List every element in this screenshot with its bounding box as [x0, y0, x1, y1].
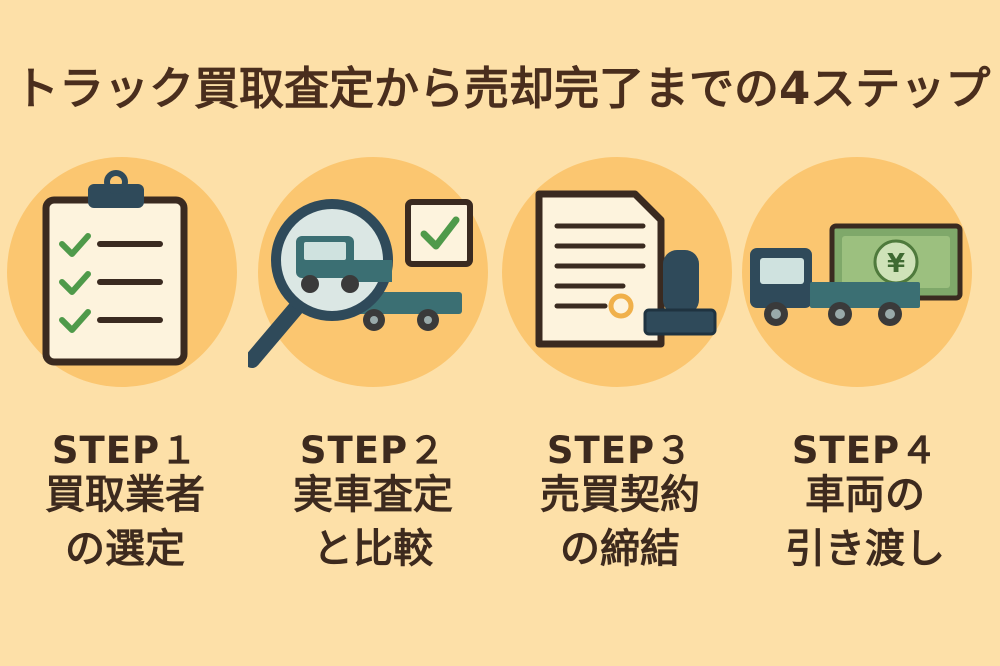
step-3-title-line1: 売買契約 — [540, 472, 700, 518]
step-2-label: STEP２ — [299, 429, 447, 472]
step-2-title-line1: 実車査定 — [293, 472, 453, 518]
contract-stamp-icon — [502, 157, 732, 387]
step-1-title-line1: 買取業者 — [45, 472, 205, 518]
step-4-title-line2: 引き渡し — [785, 526, 945, 572]
step-1-label: STEP１ — [51, 429, 199, 472]
step-1-title: 買取業者 の選定 — [0, 468, 250, 576]
step-3-label: STEP３ — [546, 429, 694, 472]
yen-symbol: ¥ — [887, 249, 905, 279]
step-4-title-line1: 車両の — [805, 472, 925, 518]
clipboard-checklist-icon — [7, 157, 237, 387]
step-2-title-line2: と比較 — [313, 526, 433, 572]
step-4-title: 車両の 引き渡し — [740, 468, 990, 576]
step-4: ¥ STEP４ 車両の 引き渡し — [740, 150, 990, 580]
step-2: STEP２ 実車査定 と比較 — [248, 150, 498, 580]
page-title: トラック買取査定から売却完了までの4ステップ — [14, 62, 991, 115]
step-1: STEP１ 買取業者 の選定 — [0, 150, 250, 580]
step-1-title-line2: の選定 — [65, 526, 185, 572]
step-3-title-line2: の締結 — [560, 526, 680, 572]
step-3-title: 売買契約 の締結 — [495, 468, 745, 576]
step-2-title: 実車査定 と比較 — [248, 468, 498, 576]
step-4-label: STEP４ — [791, 429, 939, 472]
truck-yen-banknote-icon: ¥ — [742, 157, 972, 387]
step-3: STEP３ 売買契約 の締結 — [495, 150, 745, 580]
magnifier-truck-icon — [248, 157, 488, 387]
